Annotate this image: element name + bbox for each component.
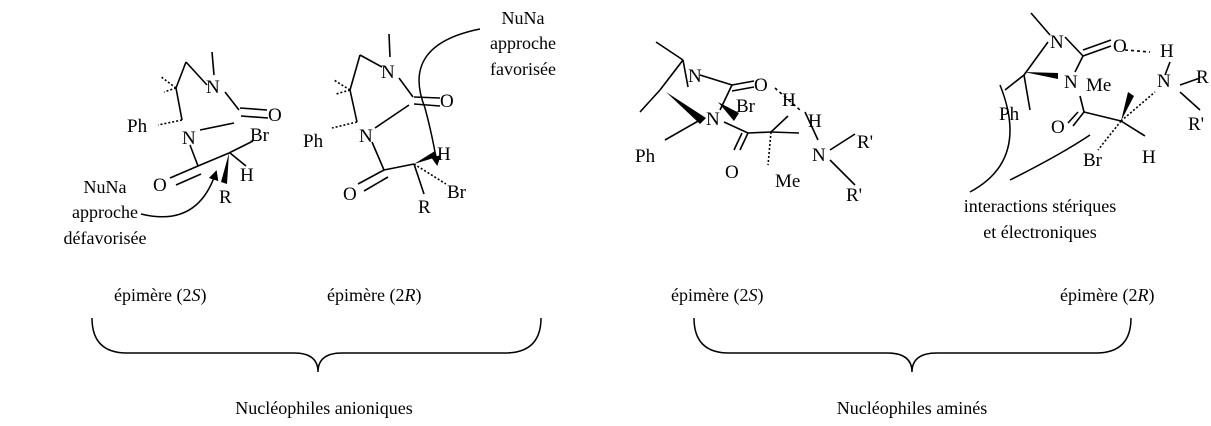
atom-h: H [1160, 41, 1174, 62]
atom-n: N [812, 145, 826, 166]
atom-r-prime: R' [857, 132, 873, 153]
atom-n: N [688, 66, 702, 87]
approach-arrow [140, 170, 219, 218]
atom-br: Br [250, 125, 270, 146]
atom-n: N [182, 128, 196, 149]
atom-ph: Ph [635, 146, 656, 167]
atom-r-prime: R' [846, 185, 862, 206]
approche-label: approche [490, 33, 556, 53]
defavorisee-label: défavorisée [64, 228, 147, 248]
group-label-anionic: Nucléophiles anioniques [235, 398, 412, 418]
atom-o: O [1113, 36, 1127, 57]
atom-o: O [268, 105, 282, 126]
atom-me: Me [775, 171, 800, 192]
epimer-label-2s: épimère (2S) [114, 285, 206, 306]
atom-r: R [1196, 67, 1209, 88]
atom-o: O [153, 175, 167, 196]
atom-n: N [381, 62, 395, 83]
brace-anionic [91, 317, 542, 373]
nuna-label: NuNa [502, 8, 545, 28]
favorisee-label: favorisée [490, 59, 556, 79]
atom-br: Br [447, 182, 467, 203]
atom-n: N [1050, 32, 1064, 53]
atom-n: N [1157, 71, 1171, 92]
atom-o: O [440, 91, 454, 112]
interactions-label-line1: interactions stériques [964, 196, 1116, 216]
atom-r: R [219, 187, 232, 208]
atom-o: O [725, 162, 739, 183]
interactions-label-line2: et électroniques [983, 222, 1096, 242]
nuna-label: NuNa [84, 177, 127, 197]
structure-amine-2r: N O N Me Ph O H N R R' Br H [999, 12, 1209, 171]
epimer-label-2s: épimère (2S) [671, 285, 763, 306]
atom-br: Br [736, 96, 756, 117]
atom-o: O [754, 75, 768, 96]
atom-n: N [359, 126, 373, 147]
atom-n: N [706, 109, 720, 130]
atom-me: Me [1086, 75, 1111, 96]
brace-amine [693, 317, 1132, 373]
structure-anionic-2s: N O N Ph O Br H R [127, 51, 282, 208]
atom-o: O [343, 184, 357, 205]
approach-favored-label: NuNa approche favorisée [418, 8, 556, 166]
approach-disfavored-label: NuNa approche défavorisée [64, 170, 219, 248]
steric-arc-inner [1009, 134, 1091, 181]
approche-label: approche [72, 202, 138, 222]
epimer-label-2r: épimère (2R) [1060, 285, 1154, 306]
atom-h: H [1142, 147, 1156, 168]
atom-r: R [418, 197, 431, 218]
structure-amine-2s: N O Br N Ph O H H N R' R' Me [635, 41, 873, 206]
steric-arc-outer [969, 84, 1011, 193]
atom-ph: Ph [127, 116, 148, 137]
structure-anionic-2r: N O N Ph O H Br R [303, 33, 467, 218]
atom-h: H [808, 111, 822, 132]
atom-br: Br [1083, 150, 1103, 171]
epimer-label-2r: épimère (2R) [327, 285, 421, 306]
atom-ph: Ph [303, 131, 324, 152]
atom-r-prime: R' [1188, 114, 1204, 135]
atom-h: H [437, 144, 451, 165]
approach-arrow [418, 28, 481, 166]
atom-o: O [1051, 117, 1065, 138]
group-label-amine: Nucléophiles aminés [837, 398, 987, 418]
atom-n: N [1064, 72, 1078, 93]
atom-h: H [782, 90, 796, 111]
atom-h: H [240, 165, 254, 186]
atom-n: N [206, 77, 220, 98]
